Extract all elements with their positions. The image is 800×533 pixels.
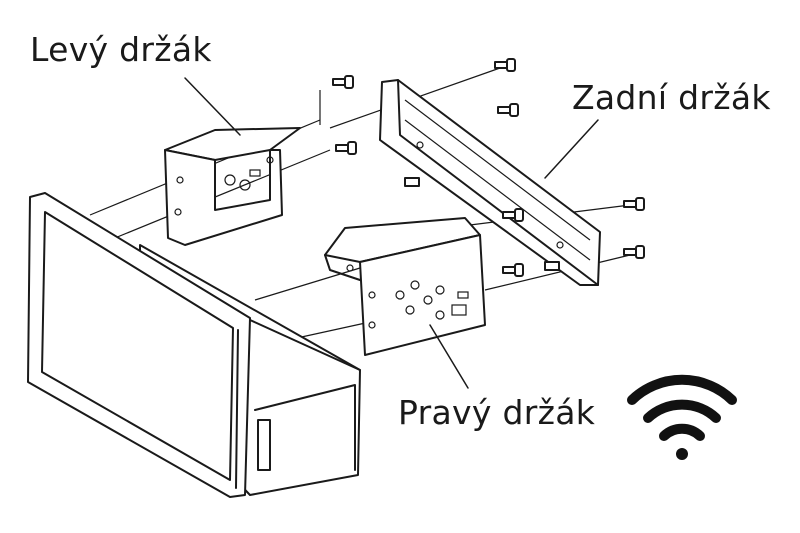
rear-bracket-label: Zadní držák (572, 78, 771, 117)
screw-icon (623, 245, 645, 259)
right-bracket-label: Pravý držák (398, 393, 596, 432)
screw-icon (332, 75, 354, 89)
left-bracket (164, 127, 301, 246)
screw-icon (502, 208, 524, 222)
rear-bracket (379, 79, 601, 286)
screen-frame (27, 192, 251, 498)
screw-icon (497, 103, 519, 117)
head-unit (27, 192, 361, 498)
screw-icon (623, 197, 645, 211)
left-bracket-label: Levý držák (30, 30, 212, 69)
right-bracket (324, 217, 486, 356)
screw-icon (494, 58, 516, 72)
leader-lines (184, 77, 599, 389)
screw-icon (335, 141, 357, 155)
screw-icon (502, 263, 524, 277)
screws (332, 58, 645, 277)
wifi-icon (627, 374, 737, 460)
